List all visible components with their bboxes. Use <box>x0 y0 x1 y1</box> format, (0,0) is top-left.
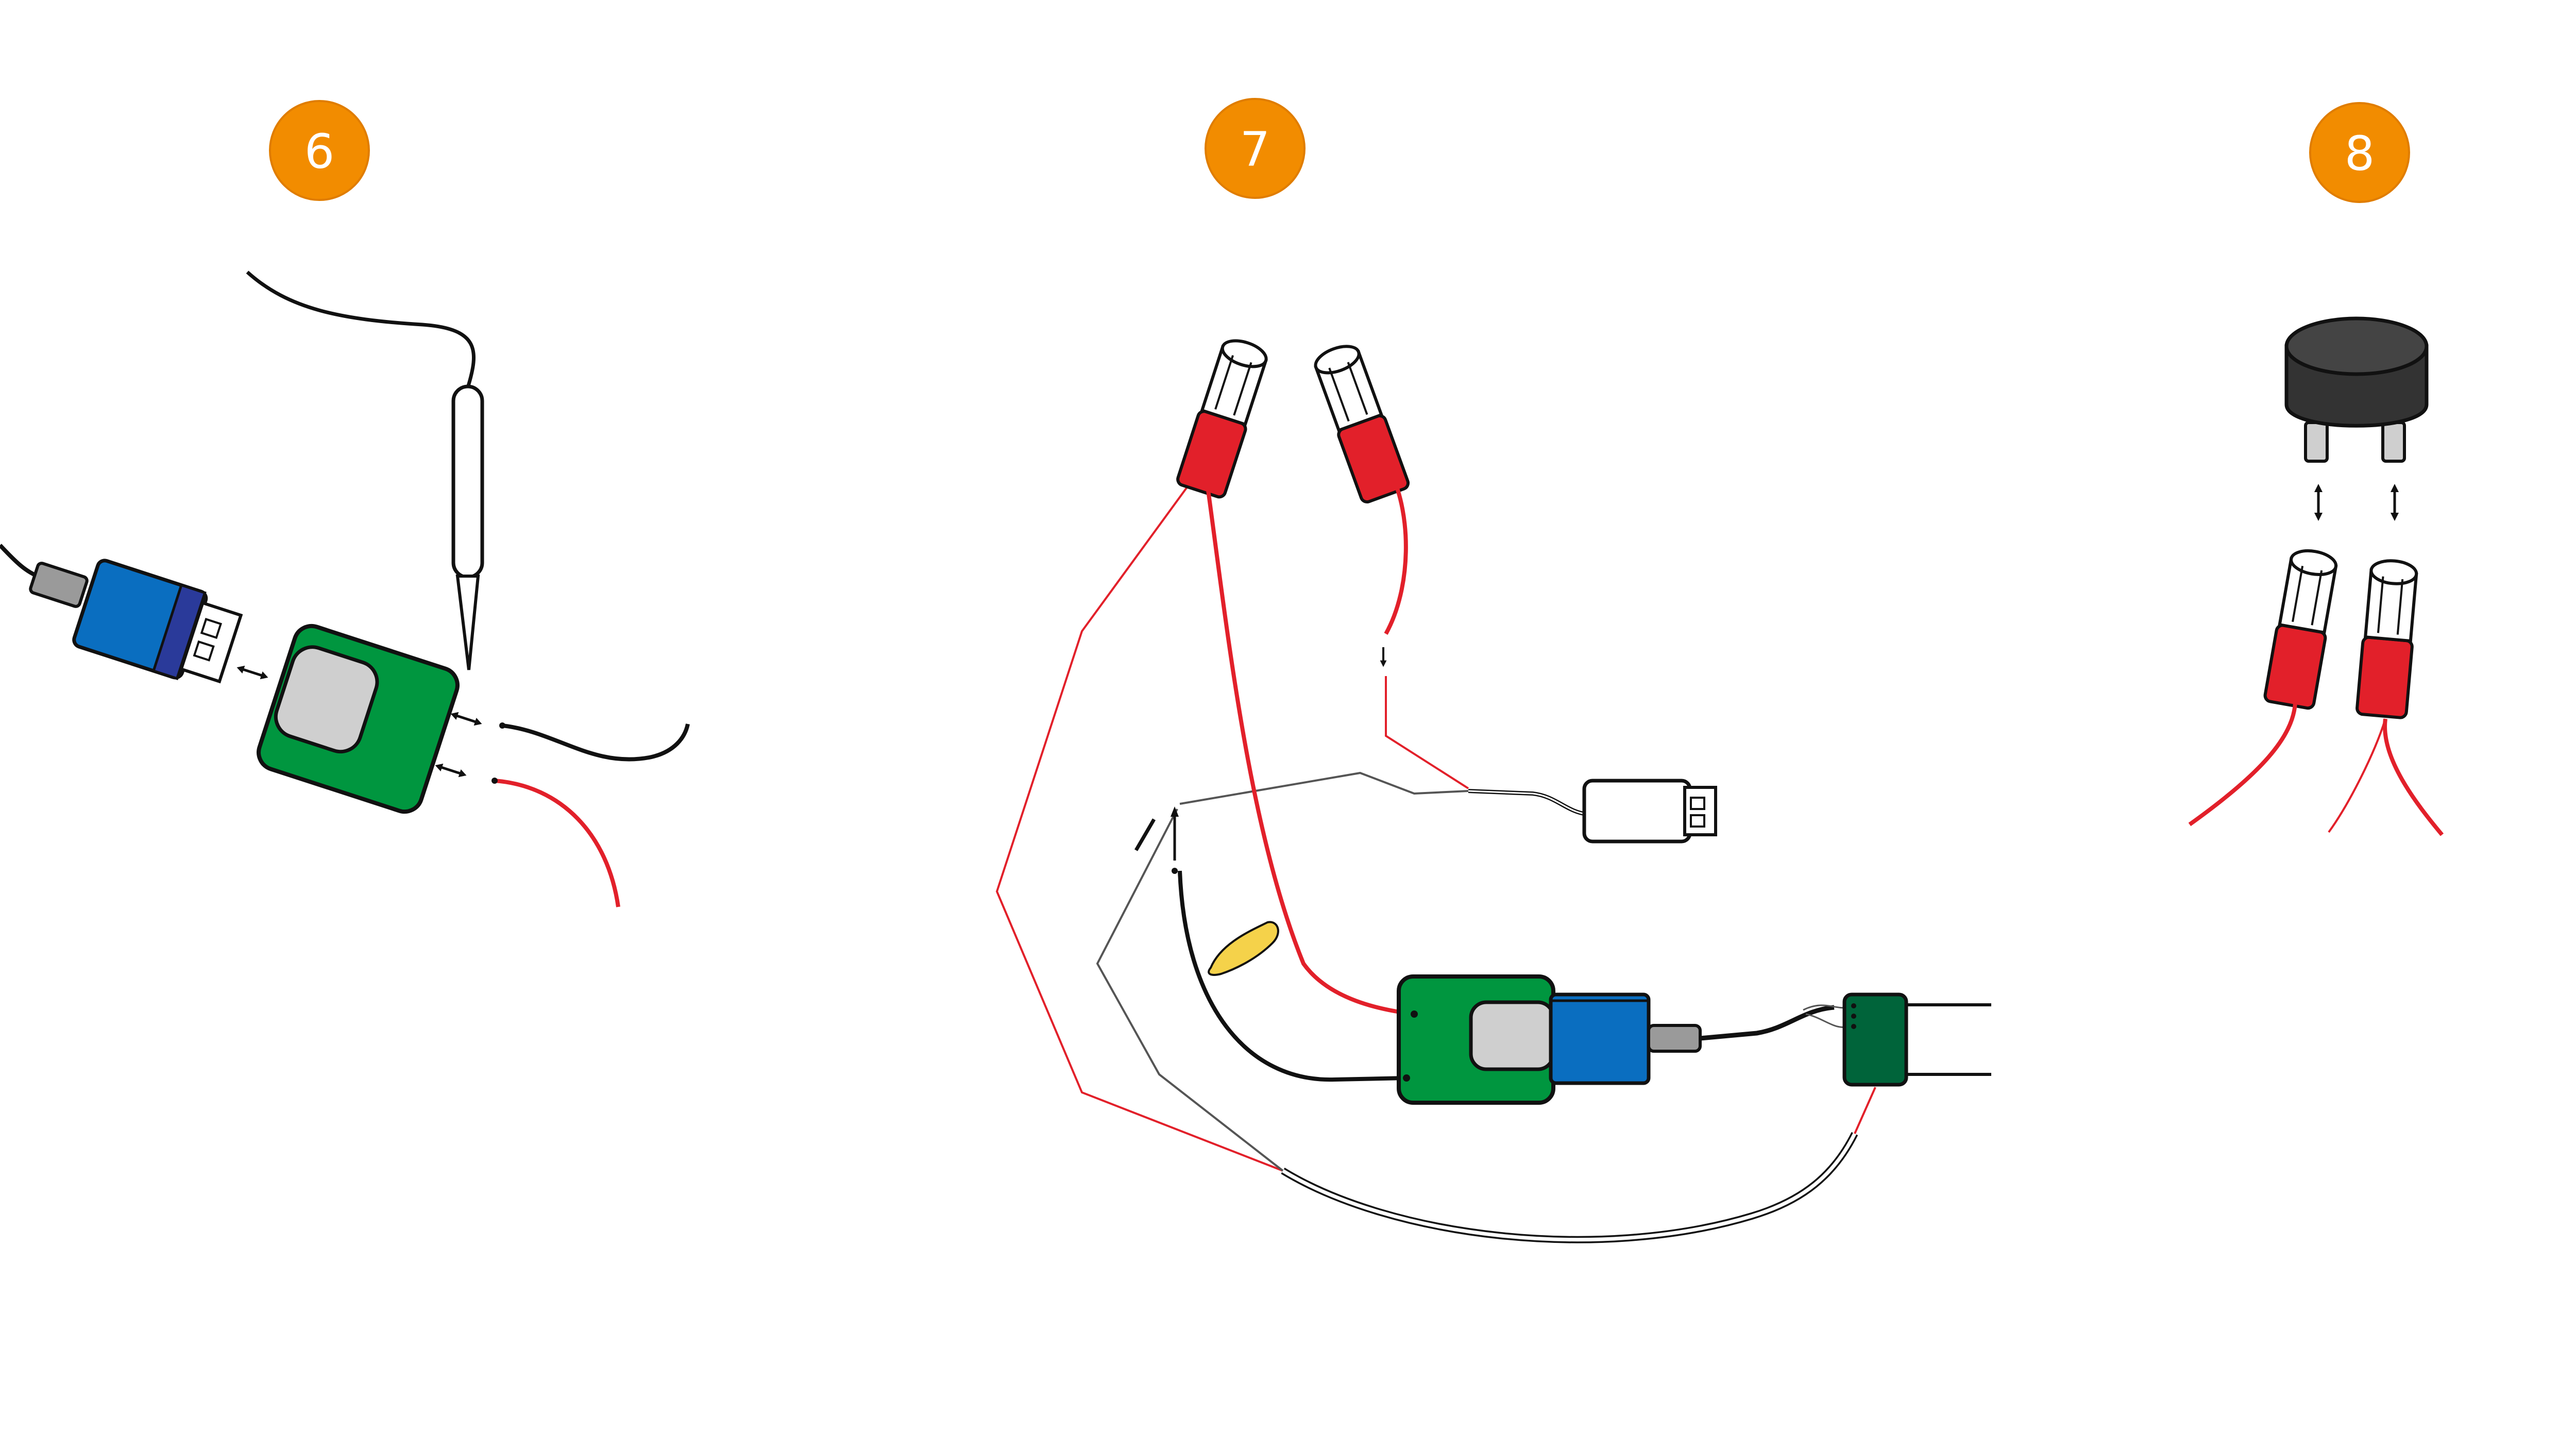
cable <box>1281 1132 1858 1243</box>
usb-plug-icon <box>1549 992 1702 1085</box>
step-7-illustration <box>995 335 1991 1243</box>
guide-line-grey-top <box>1179 771 1469 805</box>
step-8-badge: 8 <box>2309 102 2410 203</box>
double-arrow-icon <box>434 762 468 780</box>
black-wire <box>1700 1005 1835 1041</box>
step-6-illustration <box>0 271 690 907</box>
red-wire <box>1384 472 1408 635</box>
usb-plug-icon <box>1468 779 1717 844</box>
buzzer-icon <box>2284 316 2429 463</box>
double-arrow-icon <box>1171 806 1179 861</box>
step-6-badge: 6 <box>269 100 370 201</box>
step-8-illustration <box>2188 316 2444 836</box>
red-wire <box>2383 718 2444 836</box>
red-wire <box>1204 471 1415 1016</box>
bullet-connector-icon <box>2357 559 2419 718</box>
plug-board <box>1842 992 1991 1087</box>
red-wire <box>494 779 620 907</box>
resistor-icon <box>1208 921 1279 976</box>
guide-line-red <box>995 468 1283 1172</box>
bullet-connector-icon <box>2264 547 2340 709</box>
step-8-number: 8 <box>2345 126 2375 181</box>
double-arrow-icon <box>449 710 483 728</box>
circuit-board-icon <box>1397 974 1555 1105</box>
double-arrow-icon <box>2314 484 2323 521</box>
black-wire <box>502 723 690 762</box>
double-arrow-icon <box>235 664 269 682</box>
black-wire <box>1178 870 1407 1082</box>
bullet-connector-icon <box>1176 335 1272 499</box>
soldering-iron-icon <box>451 384 484 670</box>
circuit-board-icon <box>257 624 460 814</box>
guide-line-red-short <box>1385 676 1469 789</box>
guide-line-grey <box>1096 808 1284 1172</box>
soldering-iron-cord <box>246 271 476 389</box>
step-6-number: 6 <box>304 124 335 179</box>
guide-line-red <box>2328 718 2386 833</box>
step-6-circle <box>269 100 370 201</box>
usb-cable-icon <box>0 544 243 684</box>
step-8-circle <box>2309 102 2410 203</box>
double-arrow-icon <box>1380 647 1387 667</box>
step-7-badge: 7 <box>1205 98 1306 199</box>
step-7-number: 7 <box>1240 122 1270 177</box>
red-wire <box>2188 703 2297 827</box>
step-7-circle <box>1205 98 1306 199</box>
double-arrow-icon <box>2391 484 2399 521</box>
